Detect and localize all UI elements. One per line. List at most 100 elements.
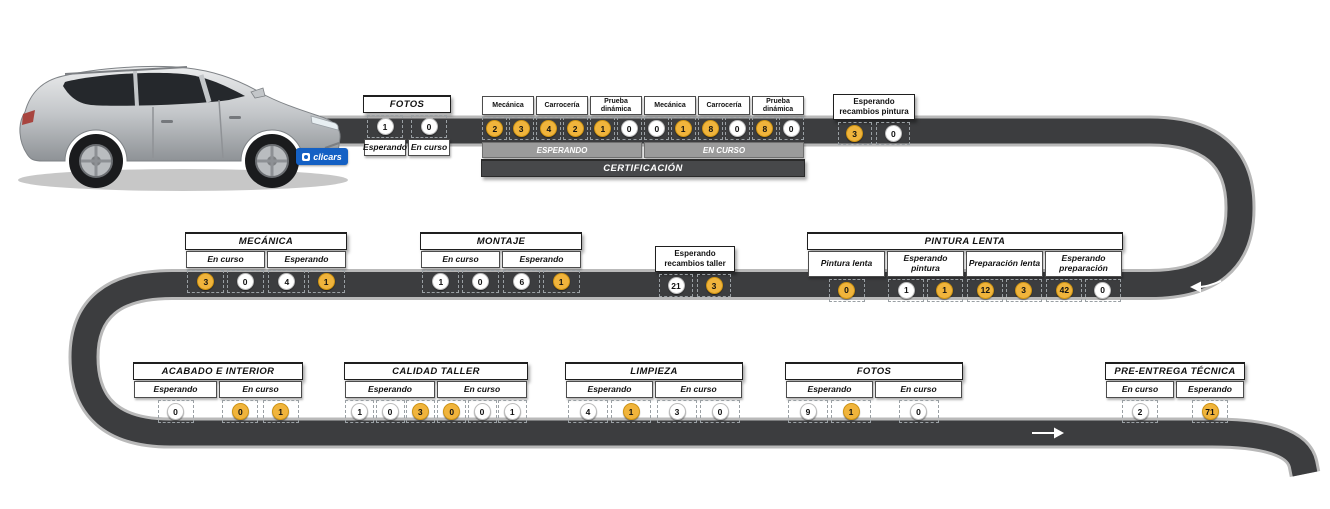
count-badge[interactable]: 2 [566,120,584,138]
column-label: Esperando [134,381,217,398]
column-label: Esperando [566,381,653,398]
station-title: MONTAJE [420,232,582,250]
parking-slot: 0 [644,117,670,141]
count-badge[interactable]: 1 [594,120,612,138]
count-badge[interactable]: 0 [910,403,927,420]
count-badge[interactable]: 0 [471,273,489,290]
count-badge[interactable]: 3 [846,125,864,142]
column-label: Esperando preparación [1045,251,1122,277]
parking-slot: 1 [262,400,299,423]
count-badge[interactable]: 6 [513,273,531,290]
count-badge[interactable]: 1 [351,403,369,420]
count-badge[interactable]: 0 [381,403,399,420]
count-badge[interactable]: 3 [411,403,429,420]
count-badge[interactable]: 0 [884,125,902,142]
count-badge[interactable]: 0 [420,118,438,135]
count-badge[interactable]: 1 [674,120,692,138]
count-badge[interactable]: 0 [167,403,184,420]
count-badge[interactable]: 3 [705,277,723,294]
slot-group: 71 [1175,398,1245,423]
count-badge[interactable]: 2 [1131,403,1149,420]
column-label: Esperando pintura [887,251,964,277]
count-badge[interactable]: 1 [376,118,394,135]
count-badge[interactable]: 3 [197,273,215,290]
direction-arrow-icon [1151,148,1175,180]
parking-slot: 1 [345,400,375,423]
count-badge[interactable]: 21 [667,277,685,294]
count-badge[interactable]: 0 [620,120,638,138]
count-badge[interactable]: 1 [936,281,954,299]
count-badge[interactable]: 1 [272,403,290,420]
column-label: En curso [186,251,265,268]
group-bar: ESPERANDO [482,142,642,159]
count-badge[interactable]: 2 [486,120,504,138]
count-badge[interactable]: 1 [622,403,640,420]
count-badge[interactable]: 3 [512,120,530,138]
count-badge[interactable]: 4 [540,120,558,138]
count-badge[interactable]: 1 [552,273,570,290]
station-title: ACABADO E INTERIOR [133,362,303,380]
count-badge[interactable]: 4 [278,273,296,290]
slots-row: 2 71 [1105,398,1245,423]
count-badge[interactable]: 8 [756,120,774,138]
count-badge[interactable]: 0 [236,273,254,290]
count-badge[interactable]: 0 [838,281,855,299]
station-title: LIMPIEZA [565,362,743,380]
column-label: Esperando [502,251,581,268]
count-badge[interactable]: 0 [231,403,249,420]
count-badge[interactable]: 71 [1201,403,1219,420]
count-badge[interactable]: 9 [799,403,817,420]
station-title: CALIDAD TALLER [344,362,528,380]
count-badge[interactable]: 8 [702,120,720,138]
count-badge[interactable]: 0 [1094,281,1112,299]
parking-slot: 3 [837,122,872,145]
parking-slot: 71 [1192,400,1228,423]
count-badge[interactable]: 0 [648,120,666,138]
count-badge[interactable]: 0 [443,403,461,420]
car-headlight [310,115,339,131]
count-badge[interactable]: 4 [579,403,597,420]
count-badge[interactable]: 0 [782,120,800,138]
count-badge[interactable]: 1 [432,273,450,290]
count-badge[interactable]: 1 [897,281,915,299]
count-badge[interactable]: 0 [728,120,746,138]
count-badge[interactable]: 0 [473,403,491,420]
station-title: Esperando recambios pintura [833,94,915,120]
count-badge[interactable]: 42 [1055,281,1073,299]
parking-slot: 3 [697,274,731,297]
station-title: MECÁNICA [185,232,347,250]
parking-slot: 1 [926,278,963,302]
clicars-logo-badge: clicars [296,148,348,165]
count-badge[interactable]: 1 [317,273,335,290]
station-title: PINTURA LENTA [807,232,1123,250]
count-badge[interactable]: 0 [711,403,729,420]
parking-slot: 0 [226,270,264,293]
slot-group: 0 [407,113,451,138]
car-image [5,30,350,195]
count-badge[interactable]: 3 [668,403,686,420]
count-badge[interactable]: 1 [842,403,860,420]
count-badge[interactable]: 12 [976,281,994,299]
station-title: FOTOS [785,362,963,380]
count-badge[interactable]: 3 [1015,281,1033,299]
count-badge[interactable]: 1 [503,403,521,420]
column-label: En curso [655,381,742,398]
